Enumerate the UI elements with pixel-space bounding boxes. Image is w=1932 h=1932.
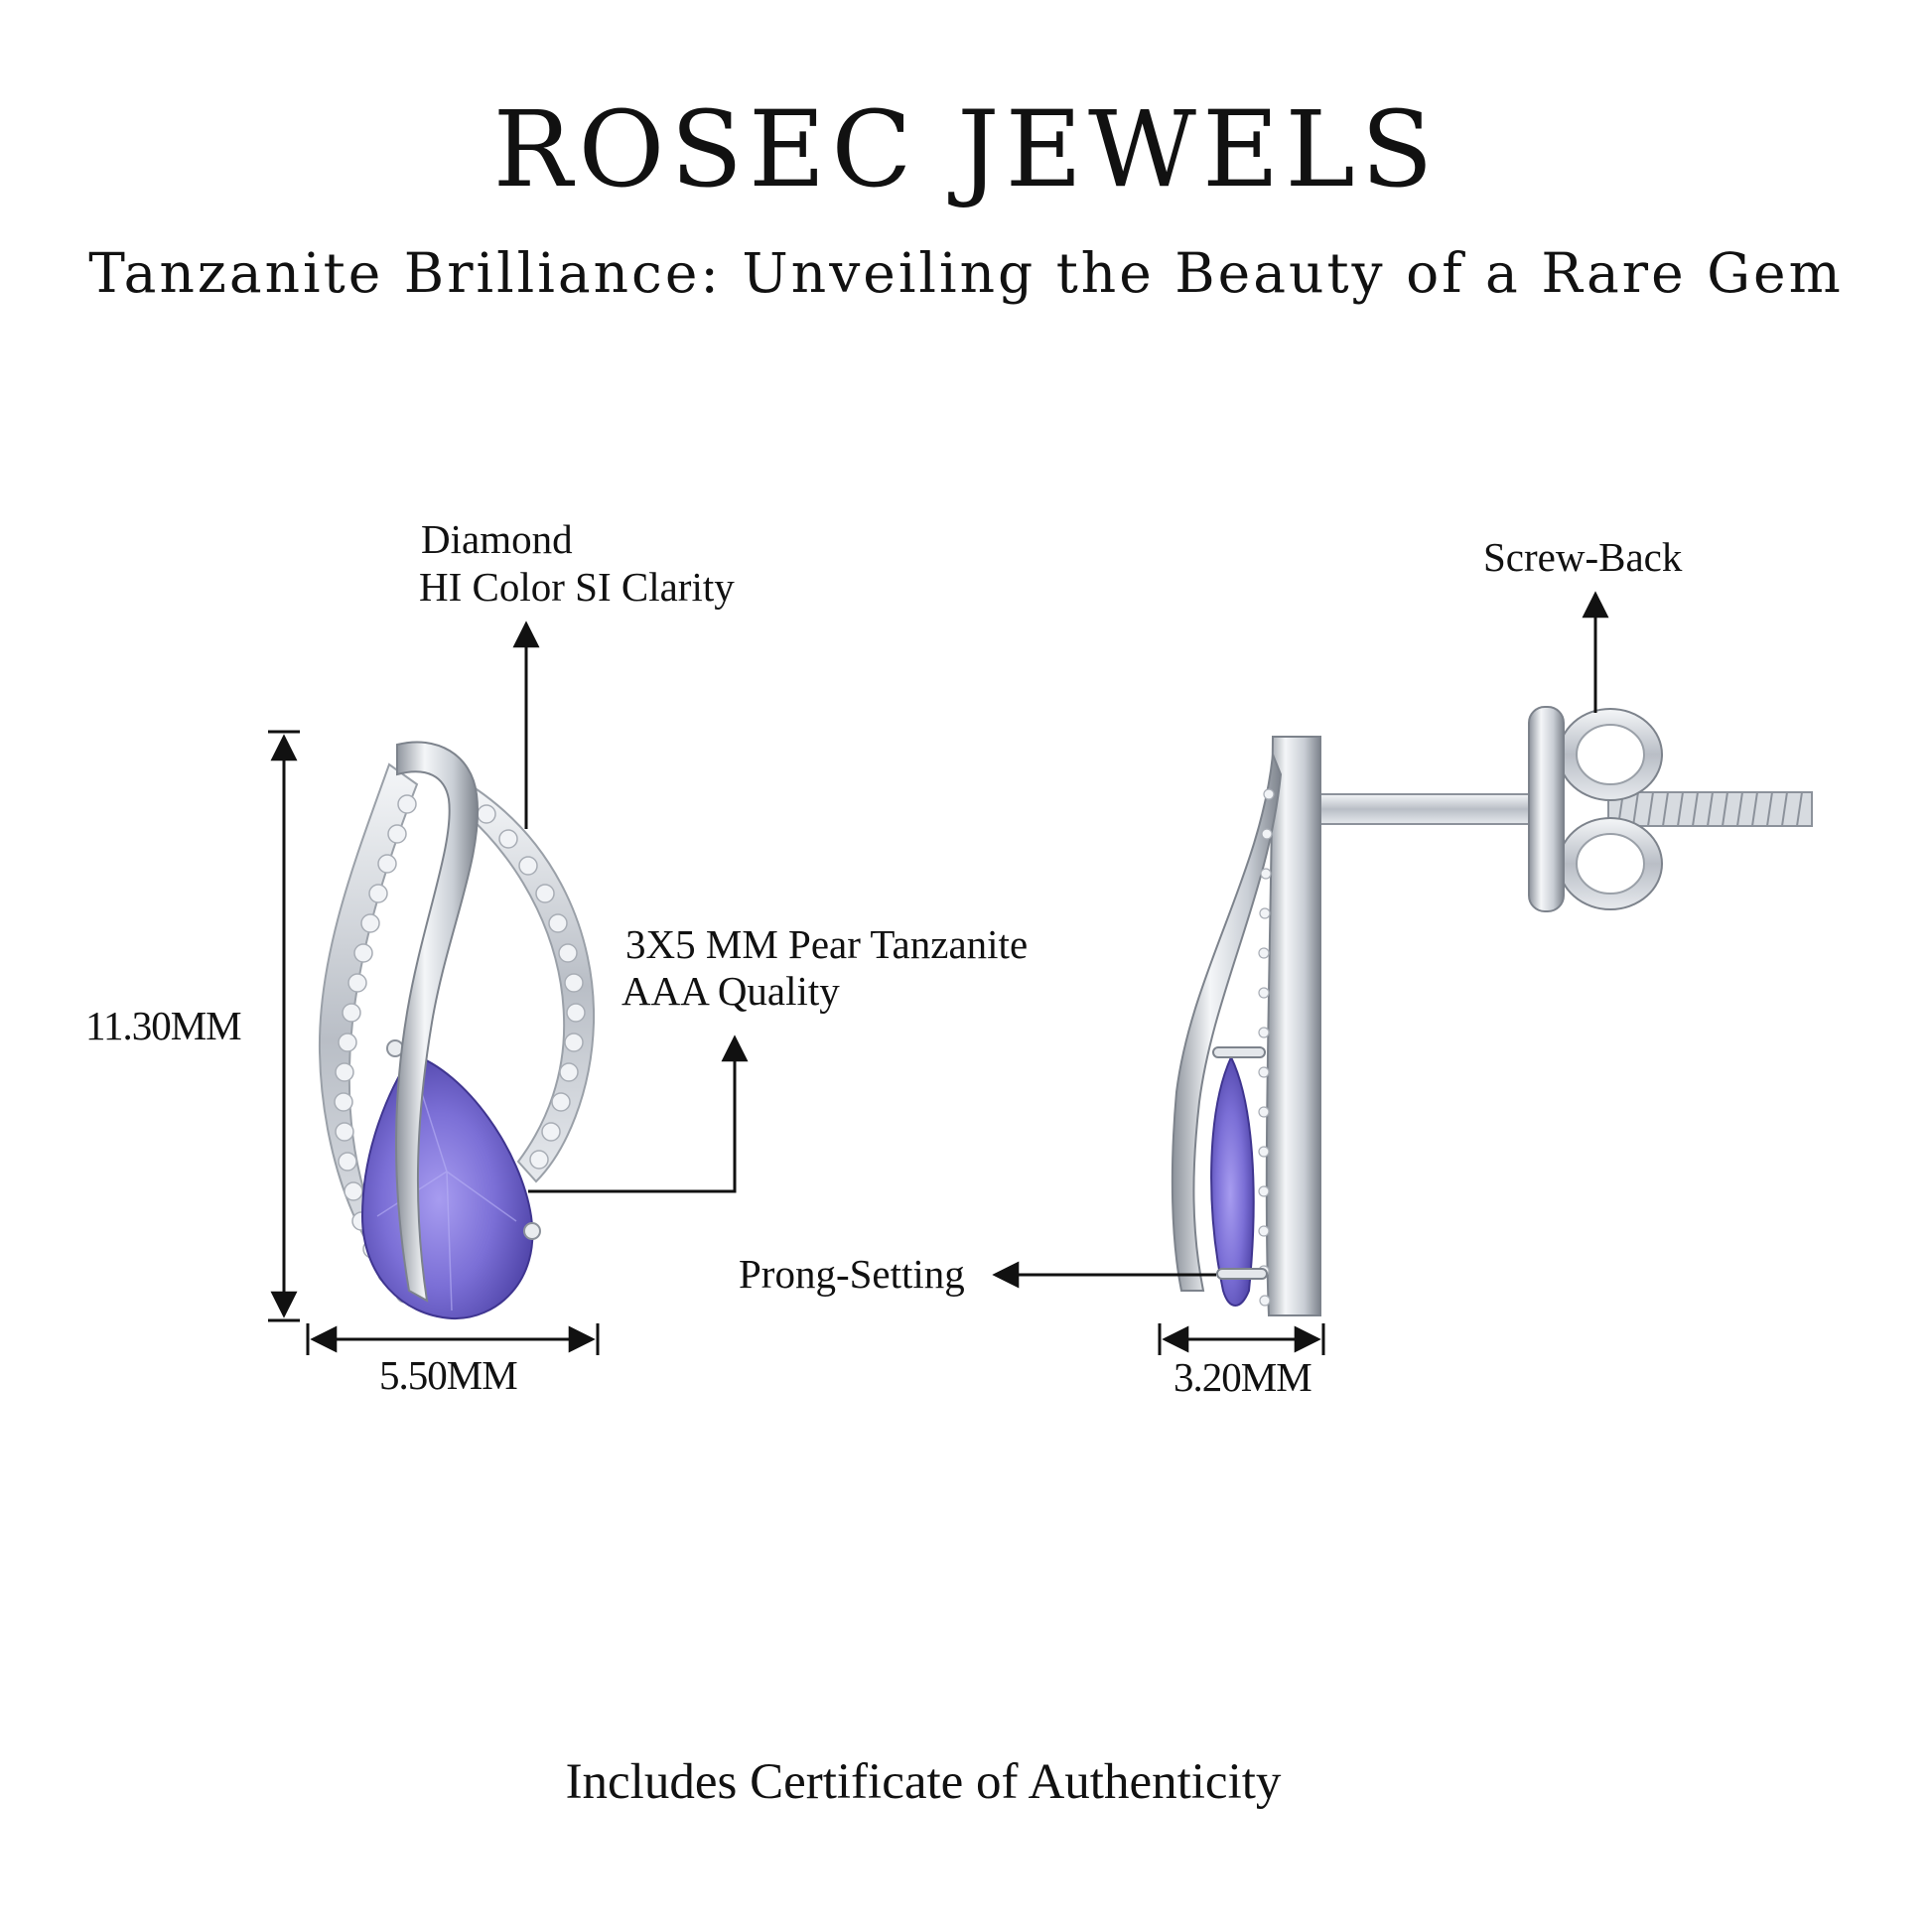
- gem-quality-label: AAA Quality: [621, 968, 840, 1014]
- height-dimension: [268, 730, 300, 1322]
- tagline: Tanzanite Brilliance: Unveiling the Beau…: [88, 241, 1844, 305]
- screw-back-label: Screw-Back: [1483, 534, 1683, 580]
- prong: [523, 1222, 541, 1240]
- side-prong: [1212, 1046, 1266, 1058]
- height-label: 11.30MM: [85, 1003, 242, 1048]
- gem-size-label: 3X5 MM Pear Tanzanite: [625, 921, 1029, 967]
- side-swirl: [1171, 754, 1283, 1292]
- width-dimension: [306, 1323, 600, 1355]
- certificate-note: Includes Certificate of Authenticity: [565, 1754, 1282, 1810]
- swirl-metal-bar: [394, 741, 479, 1303]
- tanzanite-pointer: [528, 1035, 749, 1193]
- screw-thread: [1607, 791, 1813, 827]
- earring-post: [1319, 793, 1540, 825]
- screw-back-nut: [1528, 706, 1663, 912]
- width-label: 5.50MM: [379, 1352, 518, 1398]
- depth-label: 3.20MM: [1173, 1354, 1312, 1400]
- prong-setting-label: Prong-Setting: [739, 1251, 965, 1297]
- side-view-earring: [1171, 706, 1813, 1316]
- pave-diamonds: [334, 794, 586, 1304]
- side-prong: [1216, 1268, 1268, 1280]
- brand-title: ROSEC JEWELS: [492, 88, 1440, 210]
- diamond-label: Diamond: [421, 516, 573, 562]
- diamond-grade-label: HI Color SI Clarity: [419, 564, 735, 610]
- front-view-earring: [318, 741, 596, 1320]
- side-tanzanite: [1210, 1054, 1255, 1307]
- depth-dimension: [1158, 1323, 1325, 1355]
- inner-diamond-band: [465, 787, 596, 1183]
- side-frame: [1265, 736, 1321, 1316]
